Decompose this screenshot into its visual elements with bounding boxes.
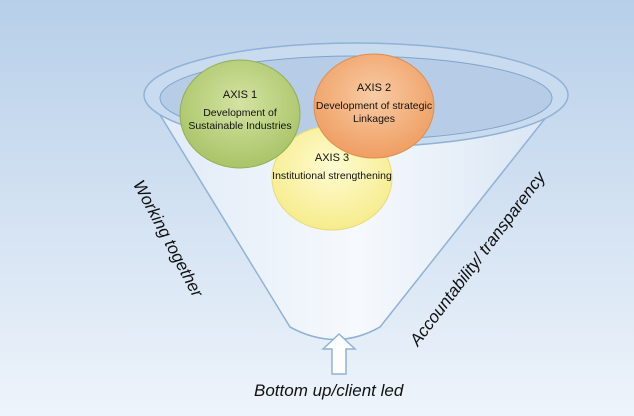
axis-2-description: Development of strategic Linkages <box>315 100 433 125</box>
axis-2-title: AXIS 2 <box>356 82 392 94</box>
axis-3-description: Institutional strengthening <box>272 170 392 182</box>
axis-1-title: AXIS 1 <box>222 89 258 101</box>
axis-2-circle <box>313 53 435 159</box>
axis-1-circle <box>179 59 301 169</box>
bottom-label: Bottom up/client led <box>254 381 404 400</box>
axis-3-title: AXIS 3 <box>314 152 350 164</box>
axis-1-description: Development of Sustainable Industries <box>188 107 292 132</box>
